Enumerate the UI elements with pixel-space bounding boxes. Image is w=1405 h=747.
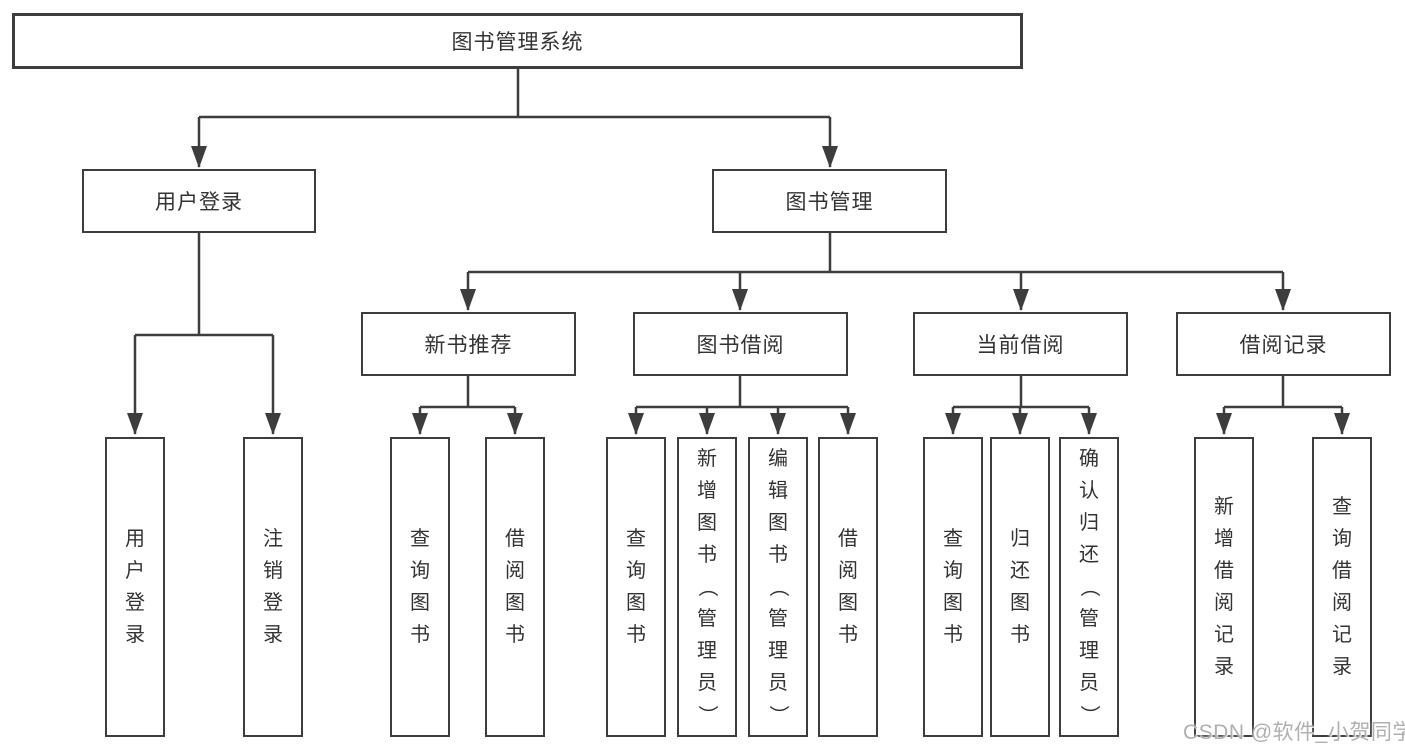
vertical-char: （: [767, 577, 789, 597]
node-user-login: 用户登录: [82, 169, 316, 233]
vertical-char: 销: [263, 560, 283, 582]
vertical-char: 书: [838, 624, 858, 646]
vertical-char: 理: [768, 640, 788, 662]
leaf-add-borrow-record: 新增借阅记录: [1194, 437, 1254, 737]
leaf-borrow-books-2: 借阅图书: [818, 437, 878, 737]
leaf-logout: 注销登录: [243, 437, 303, 737]
vertical-char: 书: [505, 624, 525, 646]
vertical-char: 图: [838, 592, 858, 614]
vertical-char: 增: [1214, 528, 1234, 550]
vertical-char: 登: [125, 592, 145, 614]
vertical-char: 理: [1079, 640, 1099, 662]
vertical-char: 录: [1332, 656, 1352, 678]
vertical-char: 管: [1079, 608, 1099, 630]
node-new-book-recommend: 新书推荐: [361, 312, 576, 376]
vertical-char: 查: [1332, 496, 1352, 518]
vertical-char: 书: [1010, 624, 1030, 646]
leaf-query-borrow-record: 查询借阅记录: [1312, 437, 1372, 737]
vertical-char: 编: [768, 448, 788, 470]
vertical-char: 新: [1214, 496, 1234, 518]
vertical-char: 图: [410, 592, 430, 614]
vertical-char: ）: [696, 705, 718, 725]
vertical-char: 用: [125, 528, 145, 550]
vertical-char: 确: [1079, 448, 1099, 470]
vertical-char: 借: [1332, 560, 1352, 582]
vertical-char: 理: [697, 640, 717, 662]
node-book-borrow: 图书借阅: [633, 312, 848, 376]
vertical-char: 图: [626, 592, 646, 614]
vertical-char: 询: [626, 560, 646, 582]
vertical-char: 还: [1010, 560, 1030, 582]
vertical-char: 书: [626, 624, 646, 646]
vertical-char: 注: [263, 528, 283, 550]
node-current-borrow: 当前借阅: [913, 312, 1128, 376]
vertical-char: 辑: [768, 480, 788, 502]
vertical-char: 阅: [1214, 592, 1234, 614]
leaf-query-books-1: 查询图书: [390, 437, 450, 737]
vertical-char: 录: [263, 624, 283, 646]
vertical-char: 记: [1332, 624, 1352, 646]
vertical-char: 询: [943, 560, 963, 582]
vertical-char: 管: [697, 608, 717, 630]
vertical-char: 查: [943, 528, 963, 550]
vertical-char: 归: [1010, 528, 1030, 550]
vertical-char: 增: [697, 480, 717, 502]
vertical-char: 借: [505, 528, 525, 550]
leaf-edit-book-admin: 编辑图书 （ 管理员 ）: [748, 437, 808, 737]
vertical-char: 借: [838, 528, 858, 550]
vertical-char: 图: [943, 592, 963, 614]
vertical-char: 还: [1079, 544, 1099, 566]
vertical-char: 阅: [838, 560, 858, 582]
vertical-char: 询: [410, 560, 430, 582]
vertical-char: 管: [768, 608, 788, 630]
vertical-char: 户: [125, 560, 145, 582]
vertical-char: ）: [767, 705, 789, 725]
vertical-char: 录: [125, 624, 145, 646]
vertical-char: 阅: [505, 560, 525, 582]
leaf-confirm-return-admin: 确认归还 （ 管理员 ）: [1059, 437, 1119, 737]
node-root: 图书管理系统: [12, 13, 1023, 69]
node-book-management: 图书管理: [712, 169, 947, 233]
leaf-query-books-2: 查询图书: [606, 437, 666, 737]
vertical-char: 书: [410, 624, 430, 646]
vertical-char: 书: [943, 624, 963, 646]
vertical-char: 员: [1079, 672, 1099, 694]
vertical-char: 归: [1079, 512, 1099, 534]
vertical-char: 询: [1332, 528, 1352, 550]
vertical-char: ）: [1078, 705, 1100, 725]
vertical-char: 借: [1214, 560, 1234, 582]
vertical-char: 查: [410, 528, 430, 550]
vertical-char: 图: [505, 592, 525, 614]
vertical-char: 认: [1079, 480, 1099, 502]
vertical-char: （: [696, 577, 718, 597]
vertical-char: 书: [697, 544, 717, 566]
vertical-char: 图: [697, 512, 717, 534]
vertical-char: 阅: [1332, 592, 1352, 614]
vertical-char: 查: [626, 528, 646, 550]
vertical-char: 登: [263, 592, 283, 614]
watermark: CSDN @软件_小贺同学: [1183, 721, 1405, 744]
vertical-char: 图: [1010, 592, 1030, 614]
vertical-char: 书: [768, 544, 788, 566]
node-borrow-records: 借阅记录: [1176, 312, 1391, 376]
leaf-return-books: 归还图书: [990, 437, 1050, 737]
vertical-char: 录: [1214, 656, 1234, 678]
vertical-char: 新: [697, 448, 717, 470]
vertical-char: 记: [1214, 624, 1234, 646]
vertical-char: 图: [768, 512, 788, 534]
leaf-user-login: 用户登录: [105, 437, 165, 737]
vertical-char: 员: [697, 672, 717, 694]
leaf-borrow-books-1: 借阅图书: [485, 437, 545, 737]
vertical-char: 员: [768, 672, 788, 694]
leaf-add-book-admin: 新增图书 （ 管理员 ）: [677, 437, 737, 737]
leaf-query-books-3: 查询图书: [923, 437, 983, 737]
vertical-char: （: [1078, 577, 1100, 597]
